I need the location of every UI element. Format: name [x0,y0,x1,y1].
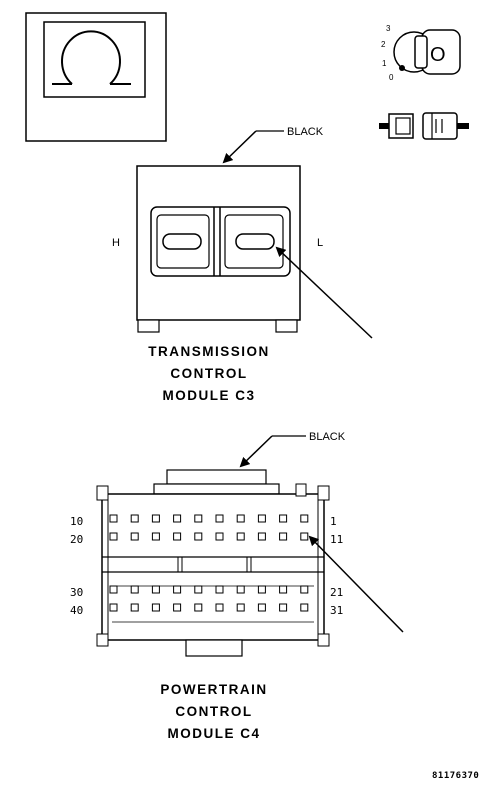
pcm-pin-cavity [173,603,182,612]
pcm-pin-cavity [130,585,139,594]
pcm-pin-cavity [300,603,309,612]
ignition-key-label: O [430,44,446,66]
disconnected-connector-icon [379,112,469,140]
pcm-pin-cavity [257,532,266,541]
tcm-title-line-1: TRANSMISSION [148,344,270,359]
pcm-pin-cavity [236,514,245,523]
ignition-key-icon: 3 2 1 0 O [381,24,461,82]
pcm-pin-cavity [300,532,309,541]
pcm-pin-cavity [215,532,224,541]
pcm-pin-cavity [173,585,182,594]
pcm-pin-cavity [151,514,160,523]
pcm-pin-label-11: 11 [330,533,343,546]
pcm-title-line-3: MODULE C4 [167,726,260,741]
pcm-pin-cavity [109,514,118,523]
ignition-position-2: 2 [381,40,386,49]
pcm-pin-cavity [236,532,245,541]
pcm-pin-cavity [130,603,139,612]
pcm-pin-label-40: 40 [70,604,83,617]
tcm-title-line-3: MODULE C3 [162,388,255,403]
pcm-pin-cavity [300,514,309,523]
pcm-pin-label-20: 20 [70,533,83,546]
pcm-pin-cavity [257,514,266,523]
ignition-position-3: 3 [386,24,391,33]
pcm-pin-cavity [279,532,288,541]
pcm-title-line-2: CONTROL [175,704,252,719]
ohmmeter-symbol: Ω [25,12,167,142]
pcm-pin-cavity [151,532,160,541]
pcm-pin-cavity [194,585,203,594]
pcm-pin-label-30: 30 [70,586,83,599]
figure-code: 81176370 [432,771,479,781]
pcm-pin-cavity [236,585,245,594]
pcm-pin-label-21: 21 [330,586,343,599]
pcm-pin-cavity [279,603,288,612]
pcm-pin-label-10: 10 [70,515,83,528]
pcm-pin-cavity [173,532,182,541]
tcm-cavity-h-label: H [112,237,120,249]
tcm-title-line-2: CONTROL [170,366,247,381]
tcm-c3-connector: BLACK H L TRANSMISSION CONTROL MODULE C3 [112,126,373,403]
pcm-pin-cavity [194,603,203,612]
pcm-pin-cavity [257,603,266,612]
pcm-pin-cavity [130,514,139,523]
pcm-pin-cavity [257,585,266,594]
pcm-pin-label-1: 1 [330,515,337,528]
tcm-cavity-l-label: L [317,237,323,249]
pcm-pin-cavity [151,603,160,612]
pcm-pin-cavity [109,585,118,594]
ignition-position-0: 0 [389,73,394,82]
pcm-pin-label-31: 31 [330,604,343,617]
pcm-c4-connector: BLACK 10 1 20 11 30 21 40 3 [70,431,404,741]
pcm-pin-cavity [109,532,118,541]
pcm-pin-cavity [236,603,245,612]
pcm-pin-cavity [215,585,224,594]
pcm-pin-cavity [194,514,203,523]
pcm-pin-cavity [109,603,118,612]
pcm-pin-cavity [151,585,160,594]
pcm-pin-cavities [109,514,309,612]
pcm-pin-cavity [279,514,288,523]
pcm-pin-cavity [194,532,203,541]
pcm-wire-color-label: BLACK [309,431,346,443]
pcm-pin-cavity [215,603,224,612]
tcm-wire-color-label: BLACK [287,126,324,138]
pcm-pin-cavity [215,514,224,523]
pcm-pin-cavity [279,585,288,594]
pcm-pin-cavity [300,585,309,594]
ignition-position-1: 1 [382,59,387,68]
pcm-pin-cavity [130,532,139,541]
pcm-title-line-1: POWERTRAIN [160,682,267,697]
pcm-pin-cavity [173,514,182,523]
